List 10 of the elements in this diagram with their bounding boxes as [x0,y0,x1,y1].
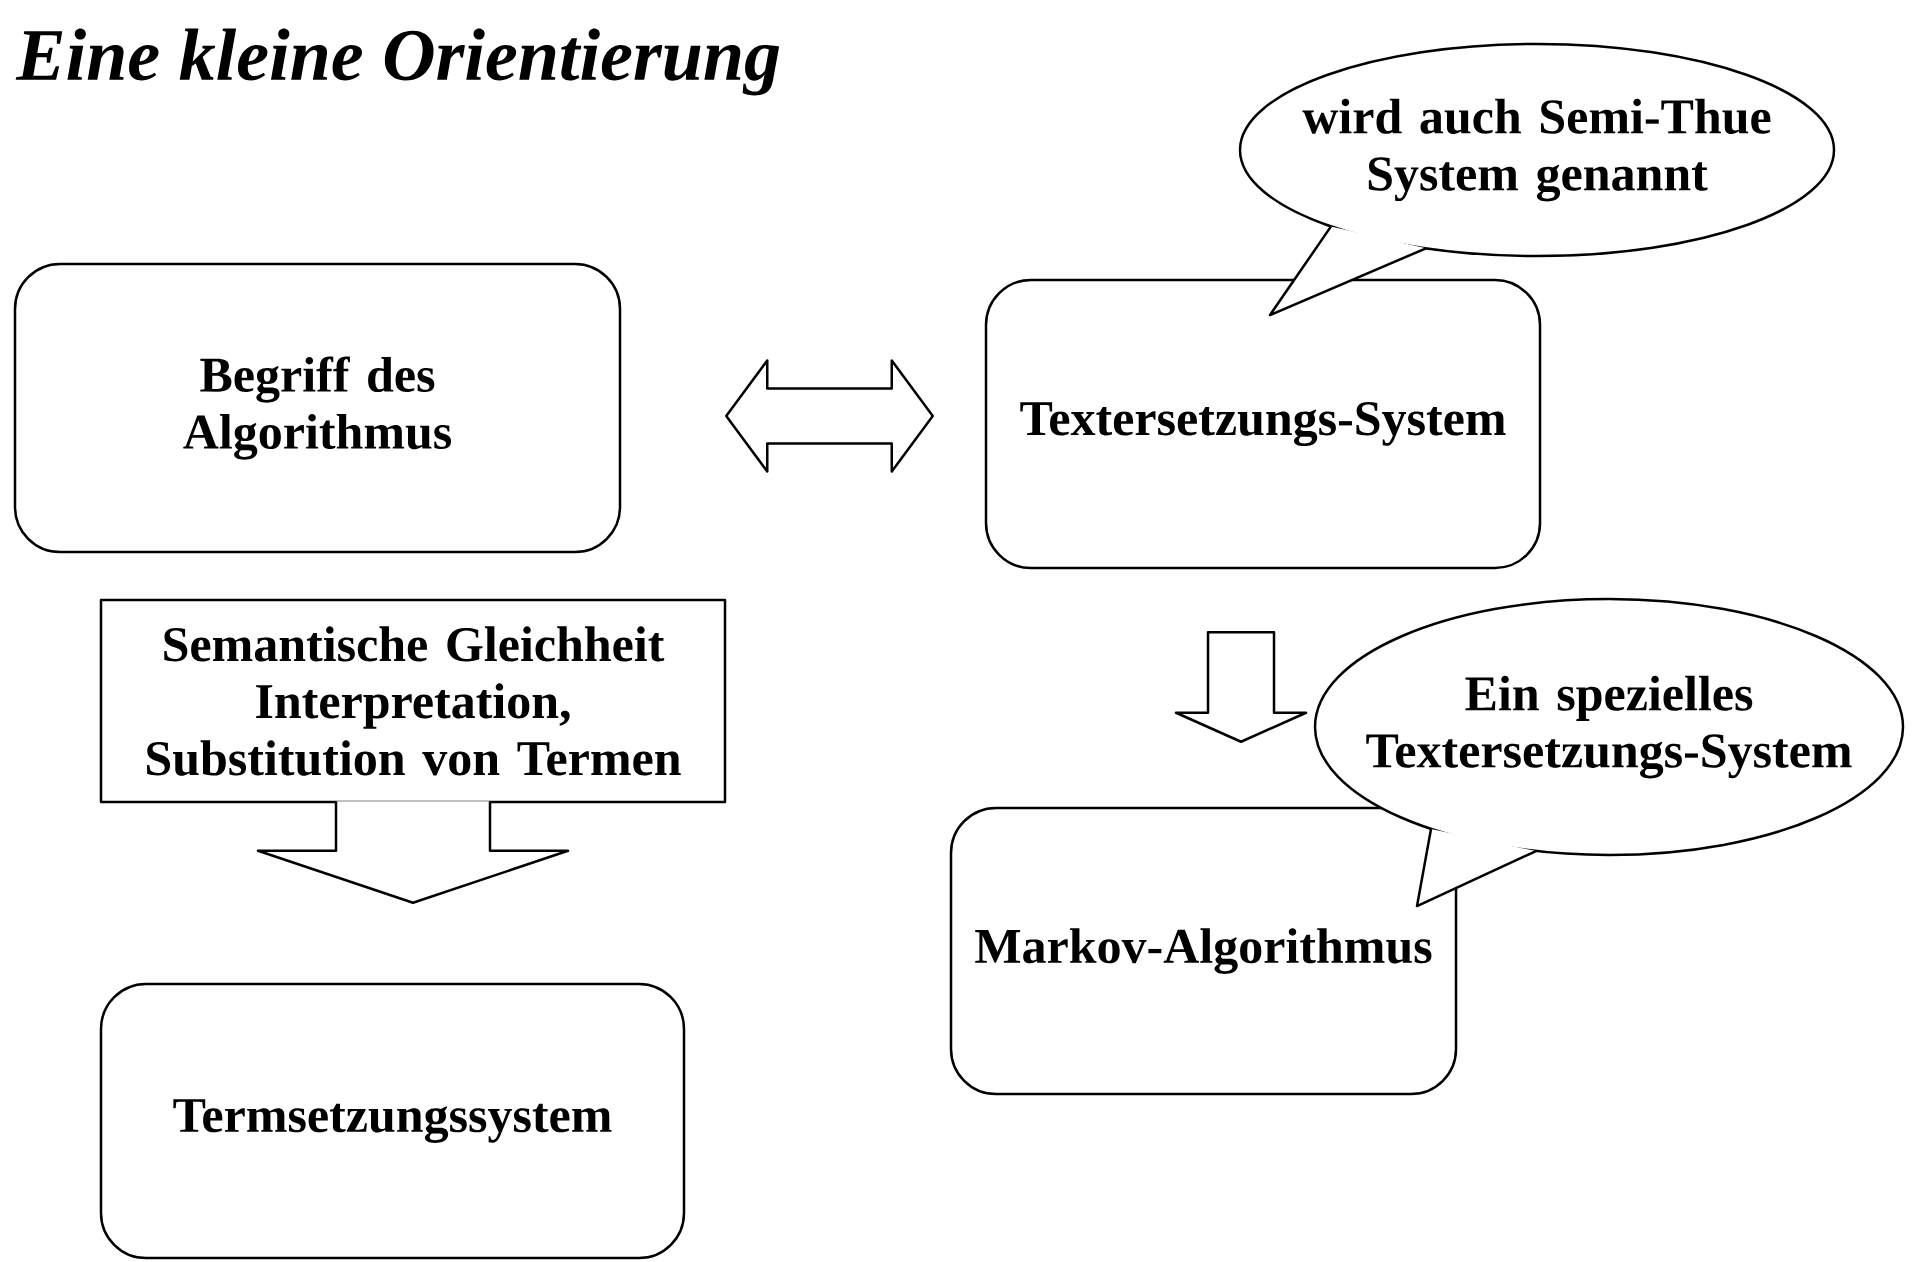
double-block-arrow [725,359,934,473]
block-arrow [256,800,570,904]
rounded-box: Termsetzungssystem [99,982,686,1260]
rounded-box: Markov-Algorithmus [949,806,1458,1096]
callout-box: Semantische Gleichheit Interpretation, Substitution von Termen [99,598,727,804]
rounded-box: Begriff des Algorithmus [13,262,622,554]
speech-bubble: wird auch Semi-Thue System genannt [1238,42,1836,317]
block-arrow [1174,631,1308,743]
speech-bubble: Ein spezielles Textersetzungs-System [1313,597,1905,908]
title: Eine kleine Orientierung [15,28,780,96]
